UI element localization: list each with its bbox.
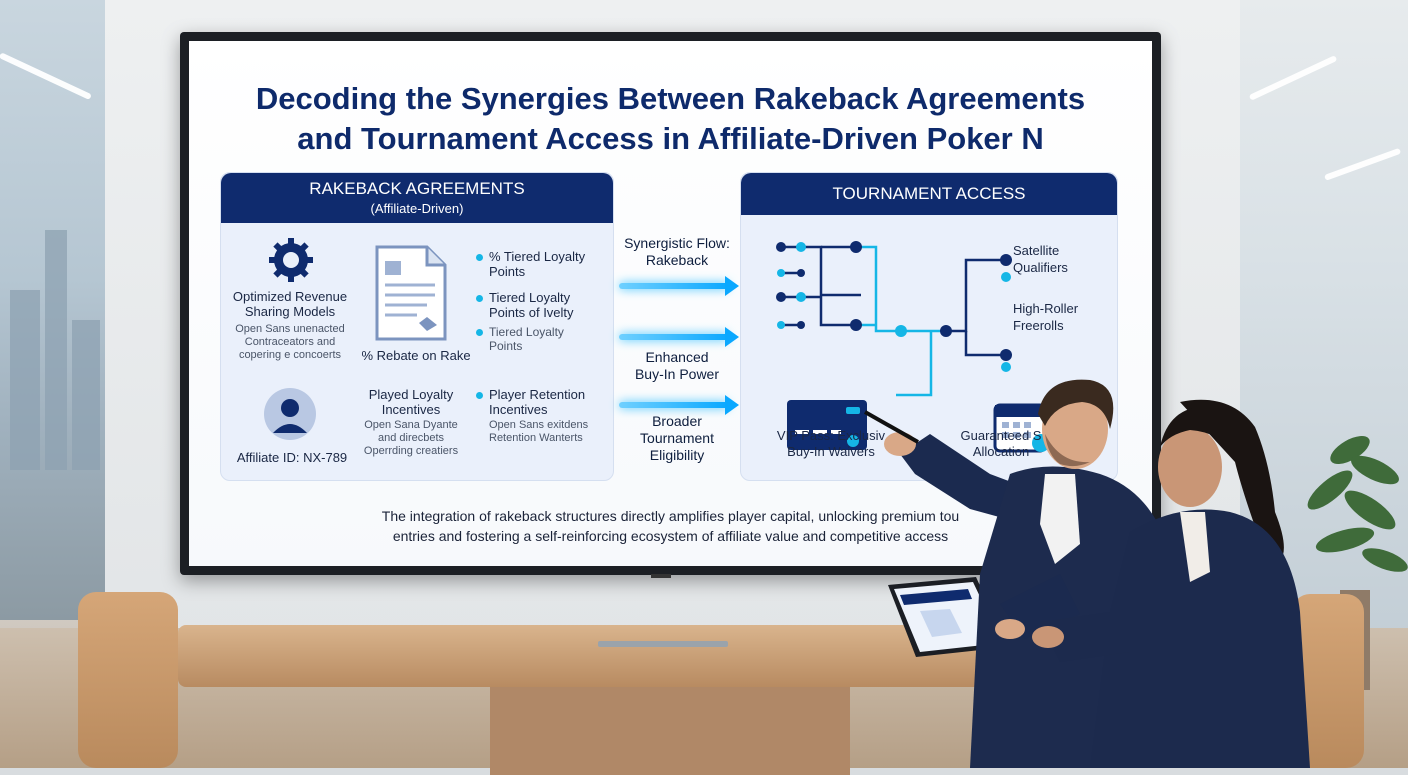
- caption-line-2: entries and fostering a self-reinforcing…: [392, 528, 949, 544]
- gear-sublabel: Open Sans unenacted Contraceators and co…: [221, 323, 359, 362]
- flow-label-2: Enhanced Buy-In Power: [617, 349, 737, 383]
- gear-label-line-1: Optimized Revenue: [232, 289, 348, 304]
- title-line-1: Decoding the Synergies Between Rakeback …: [255, 81, 1086, 116]
- gear-icon: [269, 238, 313, 282]
- played-sub-1: Open Sana Dyante: [364, 419, 458, 431]
- vip-pass: VIP Pass: Exclusiv Buy-In Waivers: [751, 428, 911, 460]
- slide-title: Decoding the Synergies Between Rakeback …: [209, 79, 1132, 159]
- bullet-3-line-1: Tiered Loyalty: [489, 325, 564, 339]
- rebate-label: % Rebate on Rake: [361, 348, 471, 363]
- slide-caption: The integration of rakeback structures d…: [299, 506, 1042, 546]
- high-roller-line-2: Freerolls: [1013, 318, 1064, 333]
- satellite-line-1: Satellite: [1013, 243, 1060, 258]
- bullet-dot: [476, 295, 483, 303]
- retention-sublabel: Open Sans exitdens Retention Wanterts: [489, 419, 588, 445]
- tournament-panel-header: TOURNAMENT ACCESS: [741, 173, 1117, 215]
- high-roller-freerolls: High-Roller Freerolls: [1013, 300, 1078, 334]
- flow-label-1-line-2: Rakeback: [645, 252, 709, 268]
- flow-arrow-3: [619, 395, 739, 415]
- gs-line-2: Allocation: [972, 444, 1030, 459]
- retention-sub-2: Retention Wanterts: [489, 432, 583, 444]
- bullet-2: Tiered Loyalty Points of Ivelty: [476, 290, 574, 320]
- left-window: [0, 0, 105, 620]
- flow-label-2-line-1: Enhanced: [645, 349, 709, 365]
- retention-line-2: Incentives: [489, 402, 548, 417]
- satellite-line-2: Qualifiers: [1013, 260, 1068, 275]
- gear-label-line-2: Sharing Models: [244, 304, 336, 319]
- satellite-qualifiers: Satellite Qualifiers: [1013, 242, 1068, 276]
- bullet-dot: [476, 254, 483, 262]
- played-sub-2: and direcbets: [377, 432, 445, 444]
- avatar-icon: [264, 388, 316, 440]
- gs-line-1: Guaranteed S: [960, 428, 1042, 443]
- table-device: [598, 641, 728, 647]
- high-roller-line-1: High-Roller: [1013, 301, 1079, 316]
- bullet-dot: [476, 329, 483, 337]
- rakeback-subheading: (Affiliate-Driven): [370, 201, 464, 216]
- title-line-2: and Tournament Access in Affiliate-Drive…: [297, 121, 1044, 156]
- bullet-1: % Tiered Loyalty Points: [476, 249, 585, 279]
- gear-label: Optimized Revenue Sharing Models: [221, 289, 359, 319]
- rakeback-heading: RAKEBACK AGREEMENTS: [309, 179, 525, 198]
- played-sub-3: Operrding creatiers: [363, 445, 459, 457]
- bullet-2-line-2: Points of Ivelty: [489, 305, 574, 320]
- guaranteed-allocation: Guaranteed S Allocation: [941, 428, 1061, 460]
- flow-label-3-line-3: Eligibility: [649, 447, 705, 463]
- played-line-1: Played Loyalty: [368, 387, 454, 402]
- bullet-dot: [476, 392, 483, 400]
- flow-label-1: Synergistic Flow: Rakeback: [617, 235, 737, 269]
- flow-arrow-2: [619, 327, 739, 347]
- flow-arrow-1: [619, 276, 739, 296]
- chair-left: [78, 592, 178, 768]
- gear-sub-2: Contraceators and: [244, 336, 336, 348]
- retention-line-1: Player Retention: [489, 387, 586, 402]
- rakeback-panel: RAKEBACK AGREEMENTS (Affiliate-Driven) O…: [220, 172, 614, 481]
- vip-line-1: VIP Pass: Exclusiv: [776, 428, 886, 443]
- tournament-heading: TOURNAMENT ACCESS: [832, 184, 1026, 203]
- bullet-2-line-1: Tiered Loyalty: [489, 290, 571, 305]
- played-line-2: Incentives: [381, 402, 441, 417]
- vip-line-2: Buy-In Waivers: [787, 444, 875, 459]
- gear-sub-3: copering e concoerts: [238, 349, 342, 361]
- flow-label-1-line-1: Synergistic Flow:: [624, 235, 730, 251]
- flow-label-3-line-1: Broader: [652, 413, 702, 429]
- flow-label-3-line-2: Tournament: [640, 430, 714, 446]
- caption-line-1: The integration of rakeback structures d…: [381, 508, 960, 524]
- retention-sub-1: Open Sans exitdens: [489, 419, 589, 431]
- flow-label-3: Broader Tournament Eligibility: [617, 413, 737, 464]
- flow-label-2-line-2: Buy-In Power: [634, 366, 720, 382]
- bullet-1-line-2: Points: [489, 264, 526, 279]
- bullet-3-line-2: Points: [489, 339, 523, 353]
- tournament-flow-diagram: [776, 241, 1050, 453]
- rakeback-panel-header: RAKEBACK AGREEMENTS (Affiliate-Driven): [221, 173, 613, 223]
- calendar-icon: [993, 403, 1050, 453]
- display-camera: [651, 574, 671, 578]
- presenter-woman: [1032, 399, 1310, 768]
- document-icon: [375, 245, 447, 341]
- player-retention: Player Retention Incentives: [476, 387, 585, 417]
- gear-sub-1: Open Sans unenacted: [235, 323, 345, 335]
- played-loyalty: Played Loyalty Incentives: [351, 387, 471, 417]
- bullet-1-line-1: % Tiered Loyalty: [489, 249, 586, 264]
- affiliate-id: Affiliate ID: NX-789: [236, 450, 348, 465]
- bullet-3: Tiered Loyalty Points: [476, 325, 564, 353]
- played-sublabel: Open Sana Dyante and direcbets Operrding…: [351, 419, 471, 458]
- vip-card-icon: [787, 400, 867, 450]
- table-base: [490, 685, 850, 775]
